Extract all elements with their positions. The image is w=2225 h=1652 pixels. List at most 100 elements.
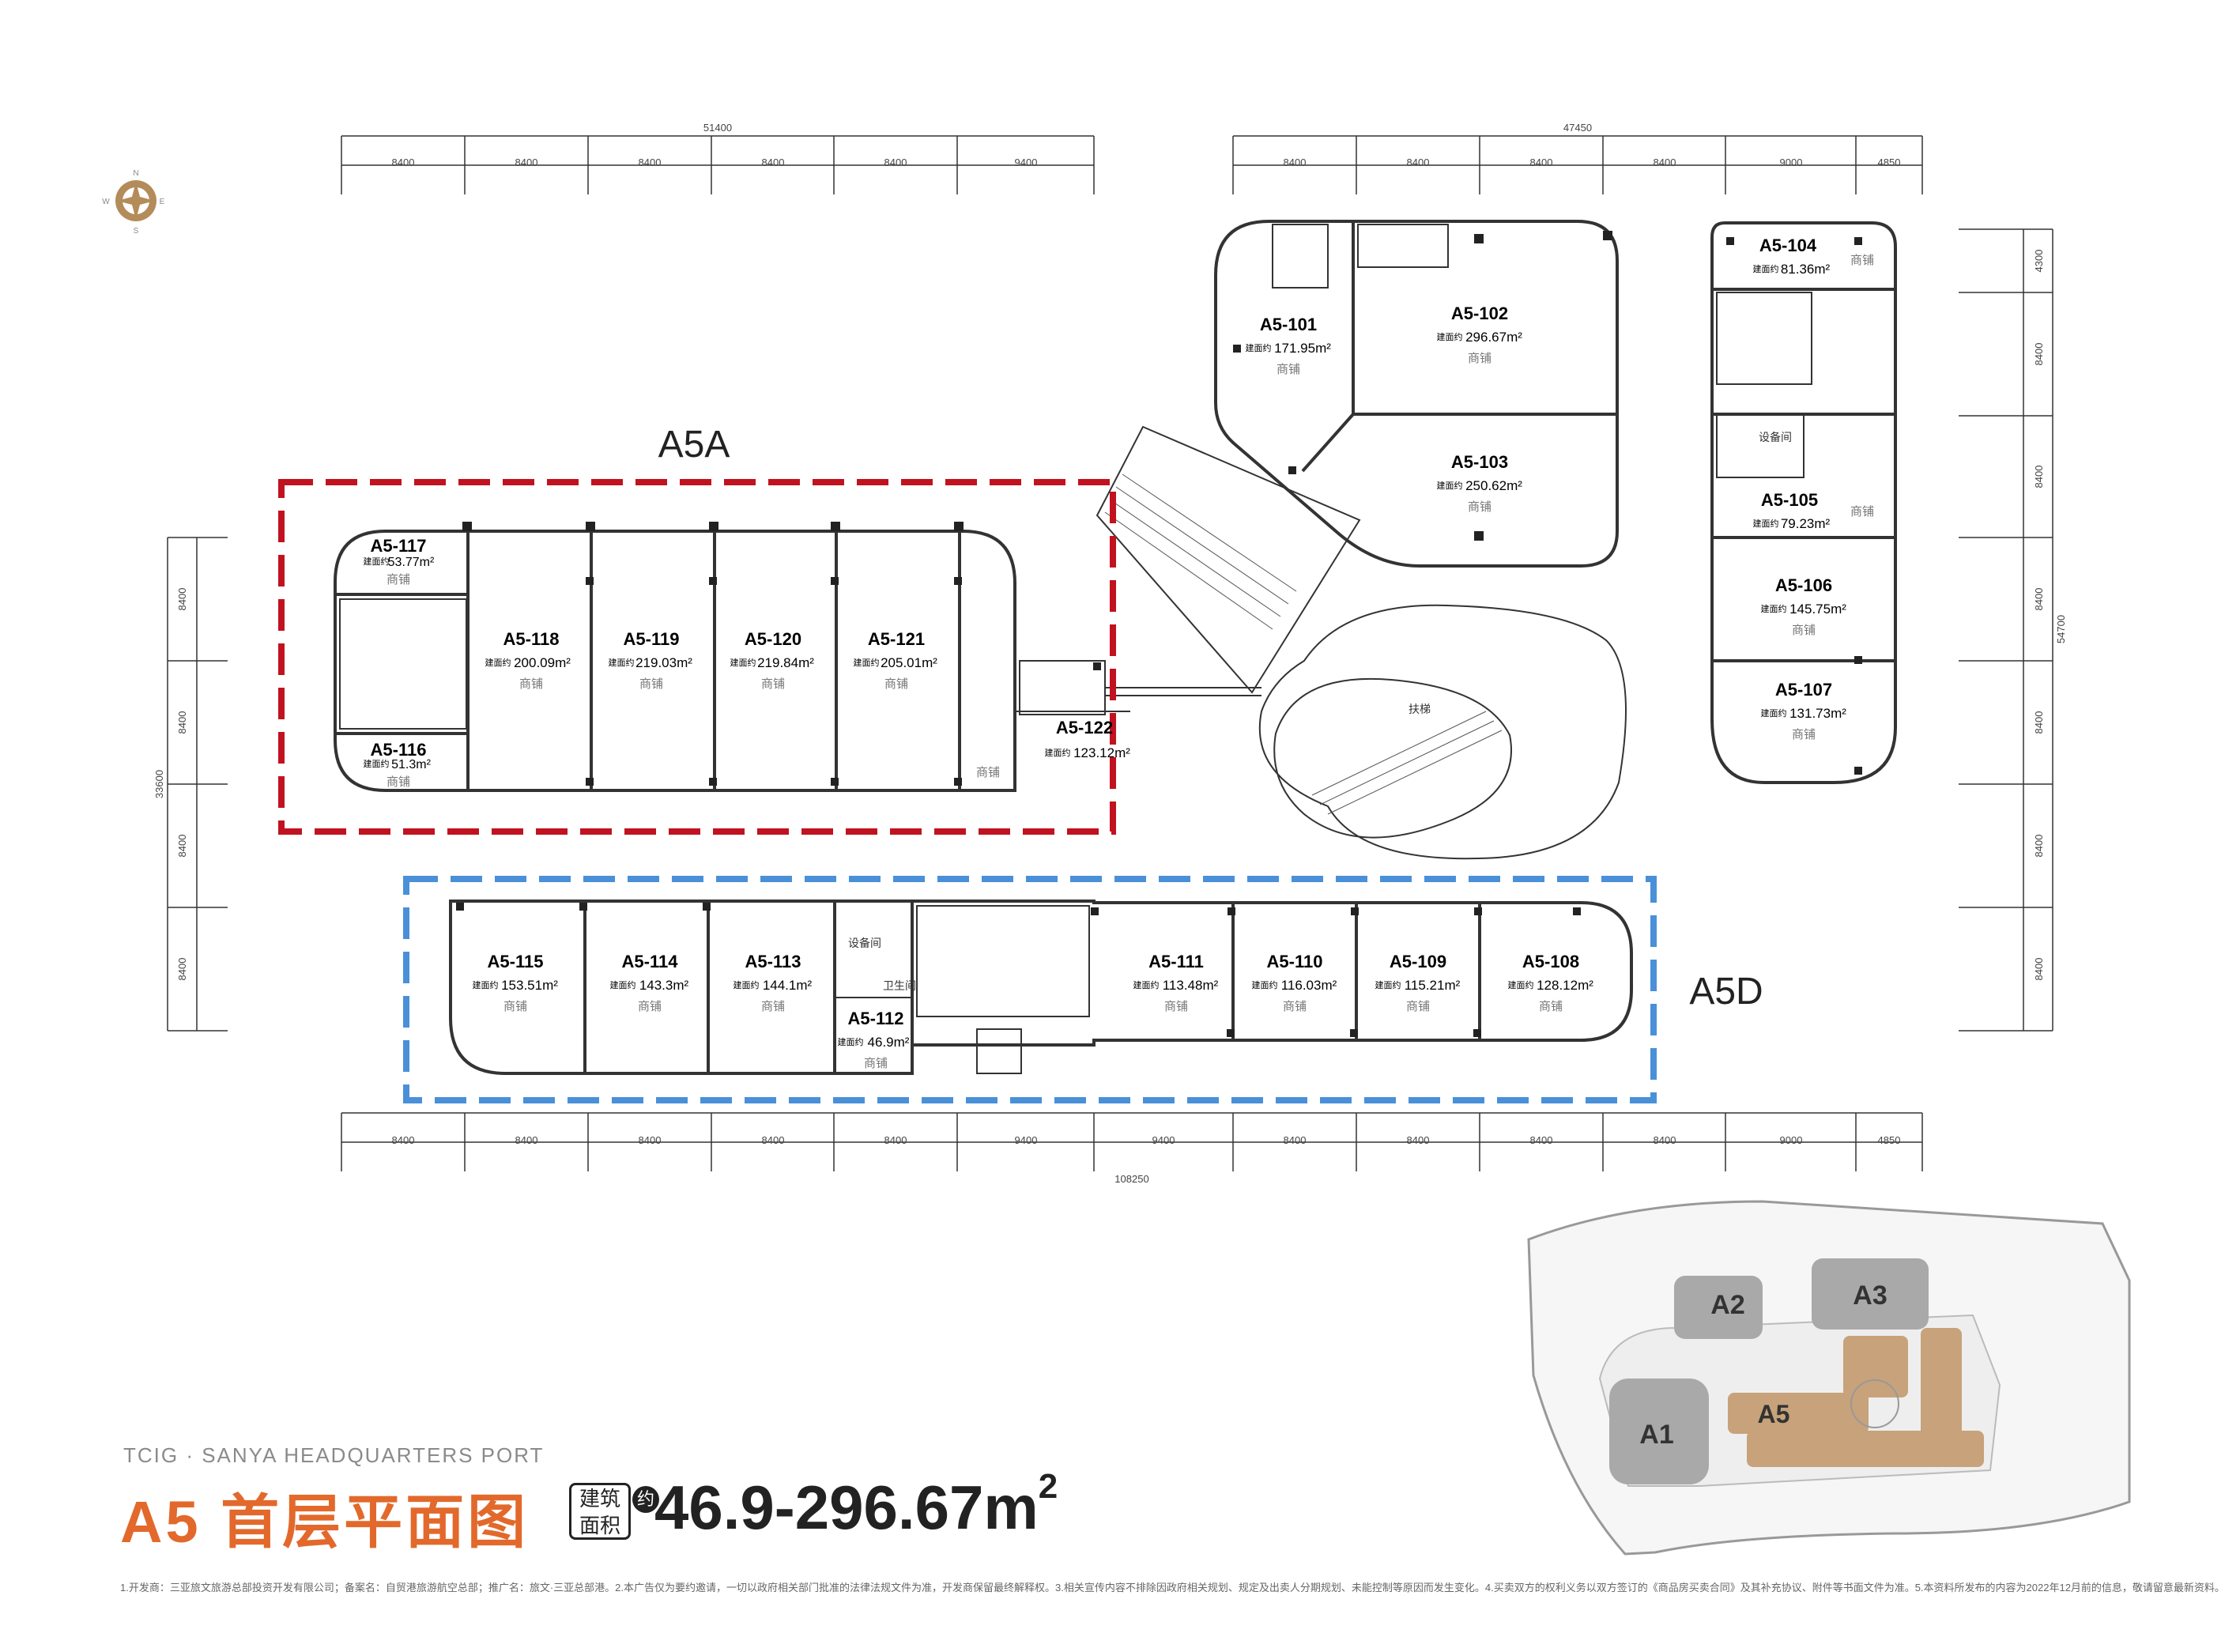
- keymap-label-a1: A1: [1639, 1420, 1673, 1450]
- unit-area: 128.12m²: [1537, 978, 1593, 993]
- compass-icon: N S E W: [102, 169, 164, 236]
- unit-type: 商铺: [1283, 1000, 1307, 1013]
- area-prefix: 建面约: [854, 657, 880, 668]
- area-prefix: 建面约: [1252, 979, 1278, 990]
- a5-122-elevator: [1019, 660, 1106, 715]
- unit-type: 商铺: [1406, 1000, 1430, 1013]
- unit-type: 商铺: [519, 677, 543, 691]
- unit-name: A5-122: [1056, 718, 1113, 737]
- unit-name: A5-121: [868, 629, 925, 649]
- dim-label: 8400: [392, 1134, 415, 1146]
- area-prefix: 建面约: [364, 556, 390, 567]
- dim-label: 8400: [1407, 157, 1430, 168]
- area-prefix: 建面约: [730, 657, 756, 668]
- area-prefix: 建面约: [838, 1036, 864, 1047]
- area-box-line1: 建筑: [579, 1487, 620, 1511]
- escalator-hatch: [1104, 473, 1503, 815]
- a5c-stair: [1716, 292, 1812, 385]
- unit-type: 商铺: [1539, 1000, 1563, 1013]
- room-labels: 设备间 卫生间 设备间 扶梯: [848, 431, 1792, 992]
- unit-name: A5-106: [1775, 575, 1832, 595]
- dim-left-total: 33600: [153, 770, 165, 798]
- unit-area: 200.09m²: [514, 655, 571, 670]
- dim-label: 8400: [1530, 1134, 1553, 1146]
- unit-name: A5-110: [1267, 952, 1323, 971]
- unit-type: 商铺: [503, 1000, 527, 1013]
- unit-name: A5-105: [1761, 490, 1818, 510]
- compass-s: S: [134, 227, 139, 236]
- area-prefix: 建面约: [1375, 979, 1401, 990]
- area-prefix-tags: 建面约 建面约 建面约 建面约 建面约 建面约 建面约 建面约 建面约 建面约 …: [364, 263, 1787, 1047]
- dimension-lines: [167, 135, 2053, 1171]
- unit-name: A5-104: [1759, 236, 1817, 255]
- dim-label: 8400: [2033, 466, 2045, 488]
- unit-type: 商铺: [1850, 505, 1874, 519]
- area-prefix: 建面约: [1045, 747, 1071, 758]
- unit-type: 商铺: [638, 1000, 662, 1013]
- dim-label: 8400: [392, 157, 415, 168]
- unit-area: 145.75m²: [1789, 602, 1846, 617]
- keymap-label-a3: A3: [1853, 1280, 1887, 1311]
- a5a-frame: [278, 479, 1116, 835]
- unit-name: A5-111: [1148, 952, 1204, 971]
- a5c-equipment-core: [1716, 413, 1805, 478]
- unit-type: 商铺: [761, 677, 785, 691]
- a5d-frame: [403, 876, 1657, 1103]
- unit-area: 79.23m²: [1781, 516, 1831, 531]
- a5b-outline: [1214, 220, 1619, 568]
- keymap-label-a2: A2: [1710, 1290, 1744, 1320]
- escalator-well: [1273, 677, 1512, 839]
- dim-label: 8400: [1407, 1134, 1430, 1146]
- unit-name: A5-114: [622, 952, 679, 971]
- dim-label: 8400: [176, 958, 188, 981]
- unit-name: A5-112: [848, 1009, 904, 1028]
- area-box: 建筑 面积: [569, 1483, 631, 1540]
- area-range-sup: 2: [1038, 1467, 1058, 1506]
- dim-label: 8400: [2033, 588, 2045, 611]
- unit-area: 143.3m²: [639, 978, 689, 993]
- unit-name: A5-118: [503, 629, 560, 649]
- a5d-label: A5D: [1689, 971, 1763, 1013]
- dim-label: 8400: [515, 1134, 538, 1146]
- unit-name: A5-113: [745, 952, 801, 971]
- area-prefix: 建面约: [1508, 979, 1534, 990]
- unit-type: 商铺: [1792, 728, 1816, 741]
- unit-area: 123.12m²: [1073, 745, 1130, 760]
- unit-type: 商铺: [639, 677, 663, 691]
- dim-label: 4850: [1878, 1134, 1901, 1146]
- compass-e: E: [160, 198, 165, 206]
- unit-type: 商铺: [1792, 624, 1816, 637]
- area-prefix: 建面约: [1246, 342, 1272, 353]
- columns: [456, 231, 1862, 1037]
- unit-name: A5-102: [1451, 304, 1508, 323]
- a5d-elevator: [976, 1028, 1022, 1074]
- unit-name: A5-115: [488, 952, 544, 971]
- wall: [1301, 413, 1355, 473]
- dim-top-right-total: 47450: [1563, 122, 1592, 134]
- dim-label: 9400: [1152, 1134, 1175, 1146]
- unit-type: 商铺: [1277, 363, 1300, 376]
- dim-label: 8400: [176, 711, 188, 734]
- dim-label: 8400: [515, 157, 538, 168]
- keymap-a5-lower: [1747, 1431, 1984, 1467]
- area-prefix: 建面约: [1437, 331, 1463, 342]
- area-prefix: 建面约: [609, 657, 635, 668]
- a5a-label: A5A: [658, 424, 730, 466]
- dim-label: 8400: [639, 157, 662, 168]
- area-prefix: 建面约: [1133, 979, 1160, 990]
- equipment-room-label: 设备间: [1759, 431, 1792, 443]
- brand-tagline: TCIG · SANYA HEADQUARTERS PORT: [123, 1443, 545, 1467]
- area-prefix: 建面约: [1753, 518, 1779, 529]
- dim-label: 8400: [1284, 157, 1307, 168]
- dim-label: 8400: [2033, 835, 2045, 858]
- equipment-room-label: 设备间: [848, 937, 881, 949]
- dim-label: 8400: [639, 1134, 662, 1146]
- unit-type: 商铺: [884, 677, 908, 691]
- unit-name: A5-107: [1775, 680, 1832, 700]
- area-range: 46.9-296.67m2: [654, 1467, 1058, 1544]
- unit-area: 205.01m²: [881, 655, 937, 670]
- unit-type: 商铺: [387, 573, 410, 586]
- keymap-a3: [1812, 1258, 1929, 1330]
- a5d-equipment-core: [834, 900, 913, 998]
